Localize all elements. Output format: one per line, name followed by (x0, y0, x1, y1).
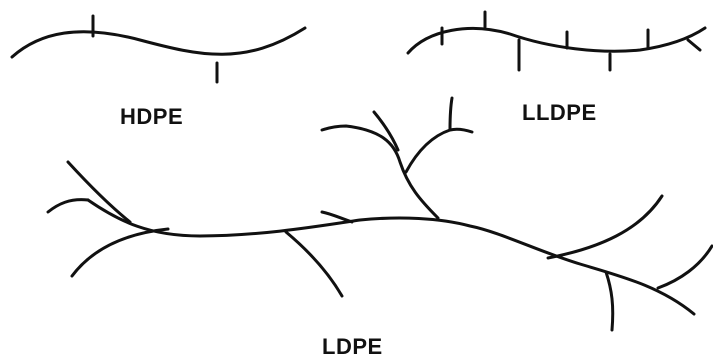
ldpe-long-branch (322, 126, 438, 218)
hdpe-label: HDPE (120, 104, 183, 130)
ldpe-short-branch (450, 98, 452, 130)
ldpe-short-branch (322, 212, 352, 222)
lldpe-short-branch (688, 40, 700, 50)
ldpe-long-branch (658, 246, 712, 288)
ldpe-long-branch (606, 272, 613, 330)
ldpe-label: LDPE (322, 334, 383, 360)
ldpe-long-branch (286, 232, 342, 296)
ldpe-long-branch (548, 196, 662, 258)
lldpe-chain (408, 12, 705, 70)
lldpe-backbone (408, 28, 705, 53)
hdpe-chain (12, 16, 305, 82)
ldpe-long-branch (48, 200, 88, 212)
ldpe-backbone (88, 200, 694, 314)
ldpe-long-branch (68, 162, 130, 222)
hdpe-backbone (12, 28, 305, 57)
lldpe-label: LLDPE (522, 100, 597, 126)
ldpe-chain (48, 98, 712, 330)
ldpe-long-branch (72, 229, 168, 276)
ldpe-short-branch (374, 112, 398, 150)
ldpe-long-branch (406, 129, 472, 172)
